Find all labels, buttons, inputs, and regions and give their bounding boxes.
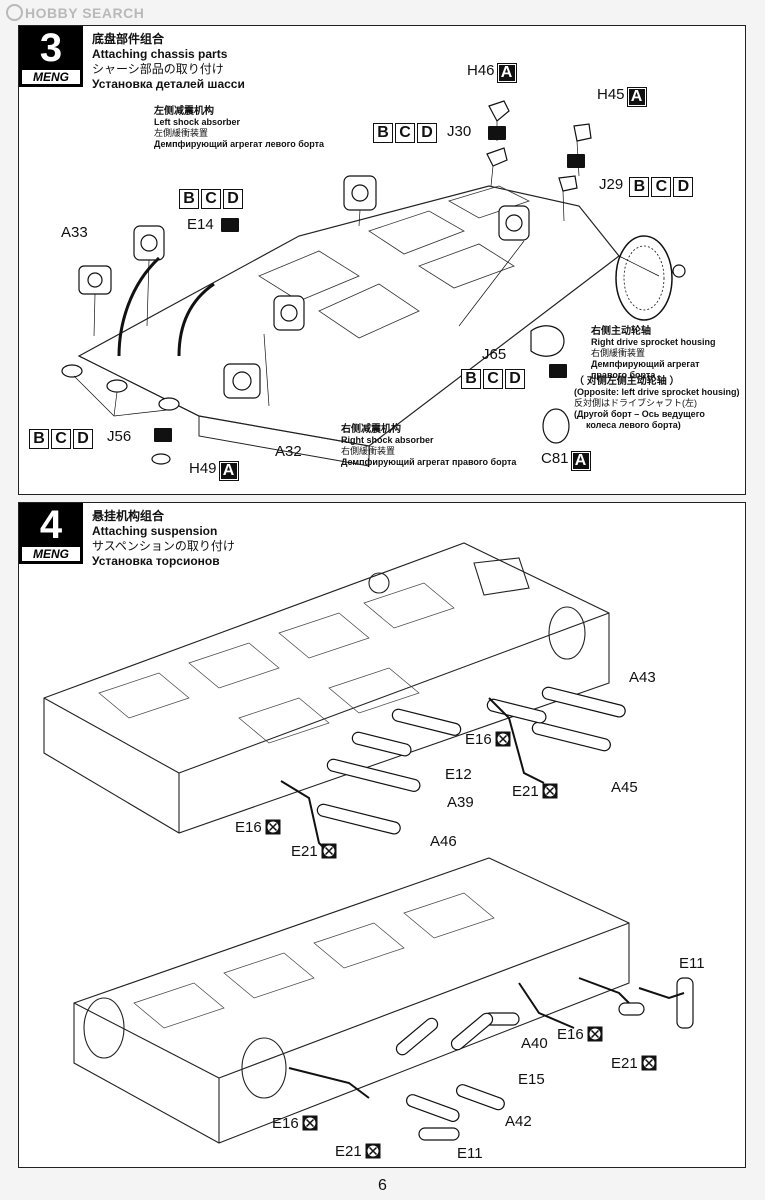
title-ru: Установка деталей шасси bbox=[92, 77, 245, 91]
step-number: 4 bbox=[39, 503, 63, 547]
part-a33: A33 bbox=[61, 224, 88, 241]
suspension-drawing bbox=[43, 542, 694, 1144]
direction-arrow-icon bbox=[154, 428, 172, 442]
part-a43: A43 bbox=[629, 669, 656, 686]
title-cn: 底盘部件组合 bbox=[92, 32, 165, 46]
opposite-sprocket-label: （ 对侧左侧主动轮轴 ） (Opposite: left drive sproc… bbox=[574, 376, 740, 430]
sprue-b-mark: B bbox=[461, 369, 481, 389]
part-e11: E11 bbox=[457, 1145, 483, 1162]
no-glue-icon bbox=[587, 1026, 603, 1042]
no-glue-icon bbox=[542, 783, 558, 799]
sprue-a-mark: A bbox=[218, 461, 239, 481]
no-glue-icon bbox=[365, 1143, 381, 1159]
page-number: 6 bbox=[378, 1177, 387, 1194]
sprue-b-mark: B bbox=[179, 189, 199, 209]
sprue-a-mark: A bbox=[496, 63, 517, 83]
part-e21: E21 bbox=[335, 1143, 381, 1160]
part-e16: E16 bbox=[272, 1115, 318, 1132]
step-3-badge: 3 MENG bbox=[19, 26, 83, 87]
sprocket-label: 右侧主动轮轴 Right drive sprocket housing 右側緩衝… bbox=[591, 326, 716, 380]
brand-logo: MENG bbox=[22, 547, 80, 561]
part-a39: A39 bbox=[447, 794, 474, 811]
direction-arrow-icon bbox=[488, 126, 506, 140]
no-glue-icon bbox=[321, 843, 337, 859]
no-glue-icon bbox=[302, 1115, 318, 1131]
part-e21: E21 bbox=[512, 783, 558, 800]
sprue-d-mark: D bbox=[223, 189, 243, 209]
part-e14: E14 bbox=[187, 216, 214, 233]
sprue-c-mark: C bbox=[651, 177, 672, 197]
sprue-d-mark: D bbox=[673, 177, 694, 197]
direction-arrow-icon bbox=[221, 218, 239, 232]
sprue-b-mark: B bbox=[373, 123, 393, 143]
sprue-a-mark: A bbox=[570, 451, 591, 471]
sprue-c-mark: C bbox=[201, 189, 221, 209]
step-number: 3 bbox=[39, 26, 63, 70]
no-glue-icon bbox=[641, 1055, 657, 1071]
part-a40: A40 bbox=[521, 1035, 548, 1052]
direction-arrow-icon bbox=[567, 154, 585, 168]
sprue-d-mark: D bbox=[417, 123, 437, 143]
no-glue-icon bbox=[265, 819, 281, 835]
part-a45: A45 bbox=[611, 779, 638, 796]
part-a42: A42 bbox=[505, 1113, 532, 1130]
sprue-c-mark: C bbox=[51, 429, 71, 449]
title-ru: Установка торсионов bbox=[92, 554, 220, 568]
step-4-panel: 4 MENG 悬挂机构组合 Attaching suspension サスペンシ… bbox=[18, 502, 746, 1168]
title-jp: シャーシ部品の取り付け bbox=[92, 62, 224, 76]
left-shock-label: 左侧减震机构 Left shock absorber 左側緩衝装置 Демпфи… bbox=[154, 106, 325, 149]
part-e15: E15 bbox=[518, 1071, 545, 1088]
part-e16: E16 bbox=[235, 819, 281, 836]
step-3-panel: 3 MENG 底盘部件组合 Attaching chassis parts シャ… bbox=[18, 25, 746, 495]
sprue-c-mark: C bbox=[395, 123, 415, 143]
title-cn: 悬挂机构组合 bbox=[92, 509, 165, 523]
title-jp: サスペンションの取り付け bbox=[92, 539, 235, 553]
part-j30: J30 bbox=[447, 123, 472, 140]
step-3-titles: 底盘部件组合 Attaching chassis parts シャーシ部品の取り… bbox=[92, 32, 245, 92]
part-j56: J56 bbox=[107, 428, 132, 445]
step-4-badge: 4 MENG bbox=[19, 503, 83, 564]
part-e16: E16 bbox=[557, 1026, 603, 1043]
brand-logo: MENG bbox=[22, 70, 80, 84]
part-e21: E21 bbox=[611, 1055, 657, 1072]
hobby-search-logo-icon bbox=[6, 4, 23, 21]
sprue-b-mark: B bbox=[629, 177, 650, 197]
sprue-d-mark: D bbox=[505, 369, 525, 389]
right-shock-label: 右侧减震机构 Right shock absorber 右側緩衝装置 Демпф… bbox=[341, 424, 517, 467]
sprue-d-mark: D bbox=[73, 429, 93, 449]
part-a32: A32 bbox=[275, 443, 302, 460]
no-glue-icon bbox=[495, 731, 511, 747]
sprue-b-mark: B bbox=[29, 429, 49, 449]
part-e11: E11 bbox=[679, 955, 705, 972]
sprue-c-mark: C bbox=[483, 369, 503, 389]
watermark: HOBBY SEARCH bbox=[6, 4, 144, 21]
direction-arrow-icon bbox=[549, 364, 567, 378]
part-a46: A46 bbox=[430, 833, 457, 850]
part-j65: J65 bbox=[482, 346, 507, 363]
step-4-titles: 悬挂机构组合 Attaching suspension サスペンションの取り付け… bbox=[92, 509, 235, 569]
chassis-parts-drawing bbox=[61, 100, 686, 467]
part-e12: E12 bbox=[445, 766, 472, 783]
part-e16: E16 bbox=[465, 731, 511, 748]
part-e21: E21 bbox=[291, 843, 337, 860]
sprue-a-mark: A bbox=[626, 87, 647, 107]
title-en: Attaching suspension bbox=[92, 524, 218, 538]
title-en: Attaching chassis parts bbox=[92, 47, 228, 61]
